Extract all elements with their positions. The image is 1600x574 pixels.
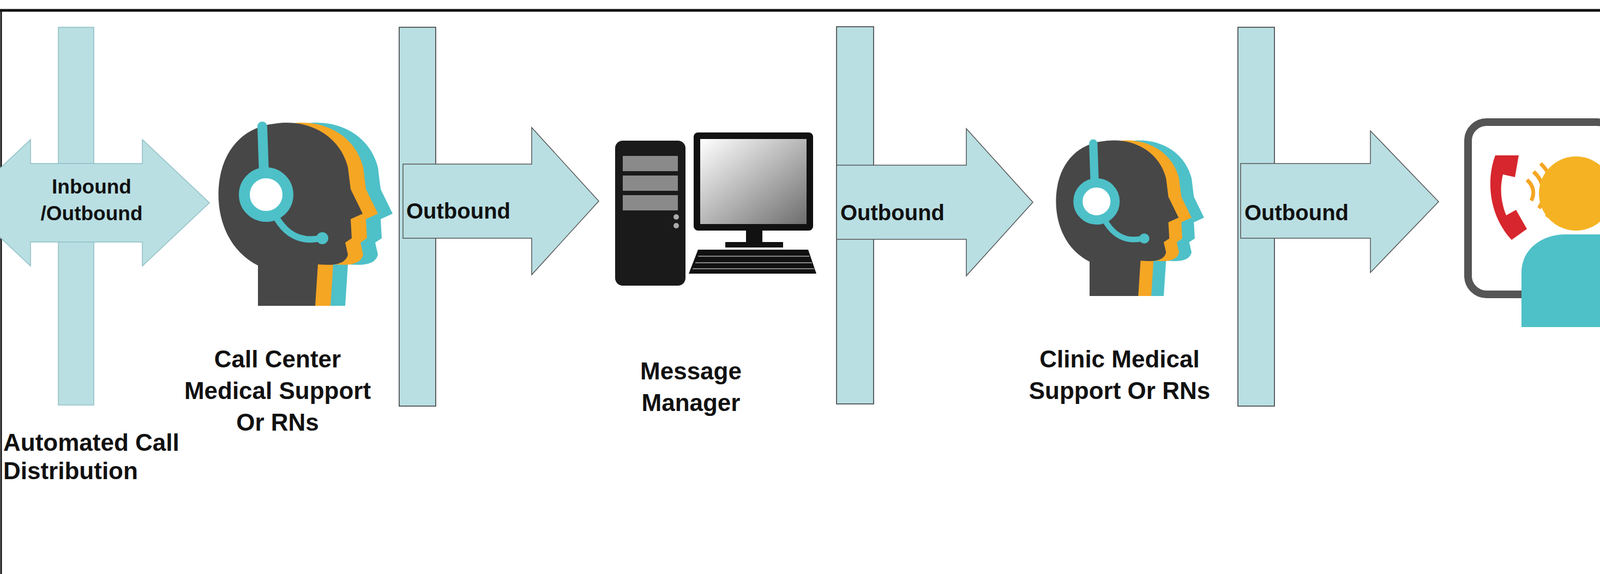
node-caption: Clinic Medical Support Or RNs [1020,343,1220,407]
agent-icon [218,122,393,306]
block-arrow [1240,130,1439,273]
icon-node: Call Center Medical Support Or RNs [214,101,360,457]
top-border [0,9,1600,12]
node-caption: Automated Call Distribution [3,428,186,486]
arrow-label: Outbound [840,199,966,227]
block-arrow [402,127,599,275]
block-arrow [0,139,210,267]
block-arrow [836,128,1033,276]
icon-node: Automated Call Distribution [2,27,188,486]
caller-icon [1468,122,1600,328]
left-border [0,10,3,574]
node-caption: Call Center Medical Support Or RNs [178,343,378,439]
arrow-label: Inbound /Outbound [33,173,151,227]
icon-node: Message Manager [611,132,817,395]
arrow-label: Outbound [1244,199,1370,227]
node-caption: Message Manager [635,355,748,419]
agent-icon [1055,140,1205,297]
arrow-label: Outbound [406,197,532,225]
computer-icon [615,132,817,286]
icon-node: Clinic Medical Support Or RNs [1050,122,1199,461]
